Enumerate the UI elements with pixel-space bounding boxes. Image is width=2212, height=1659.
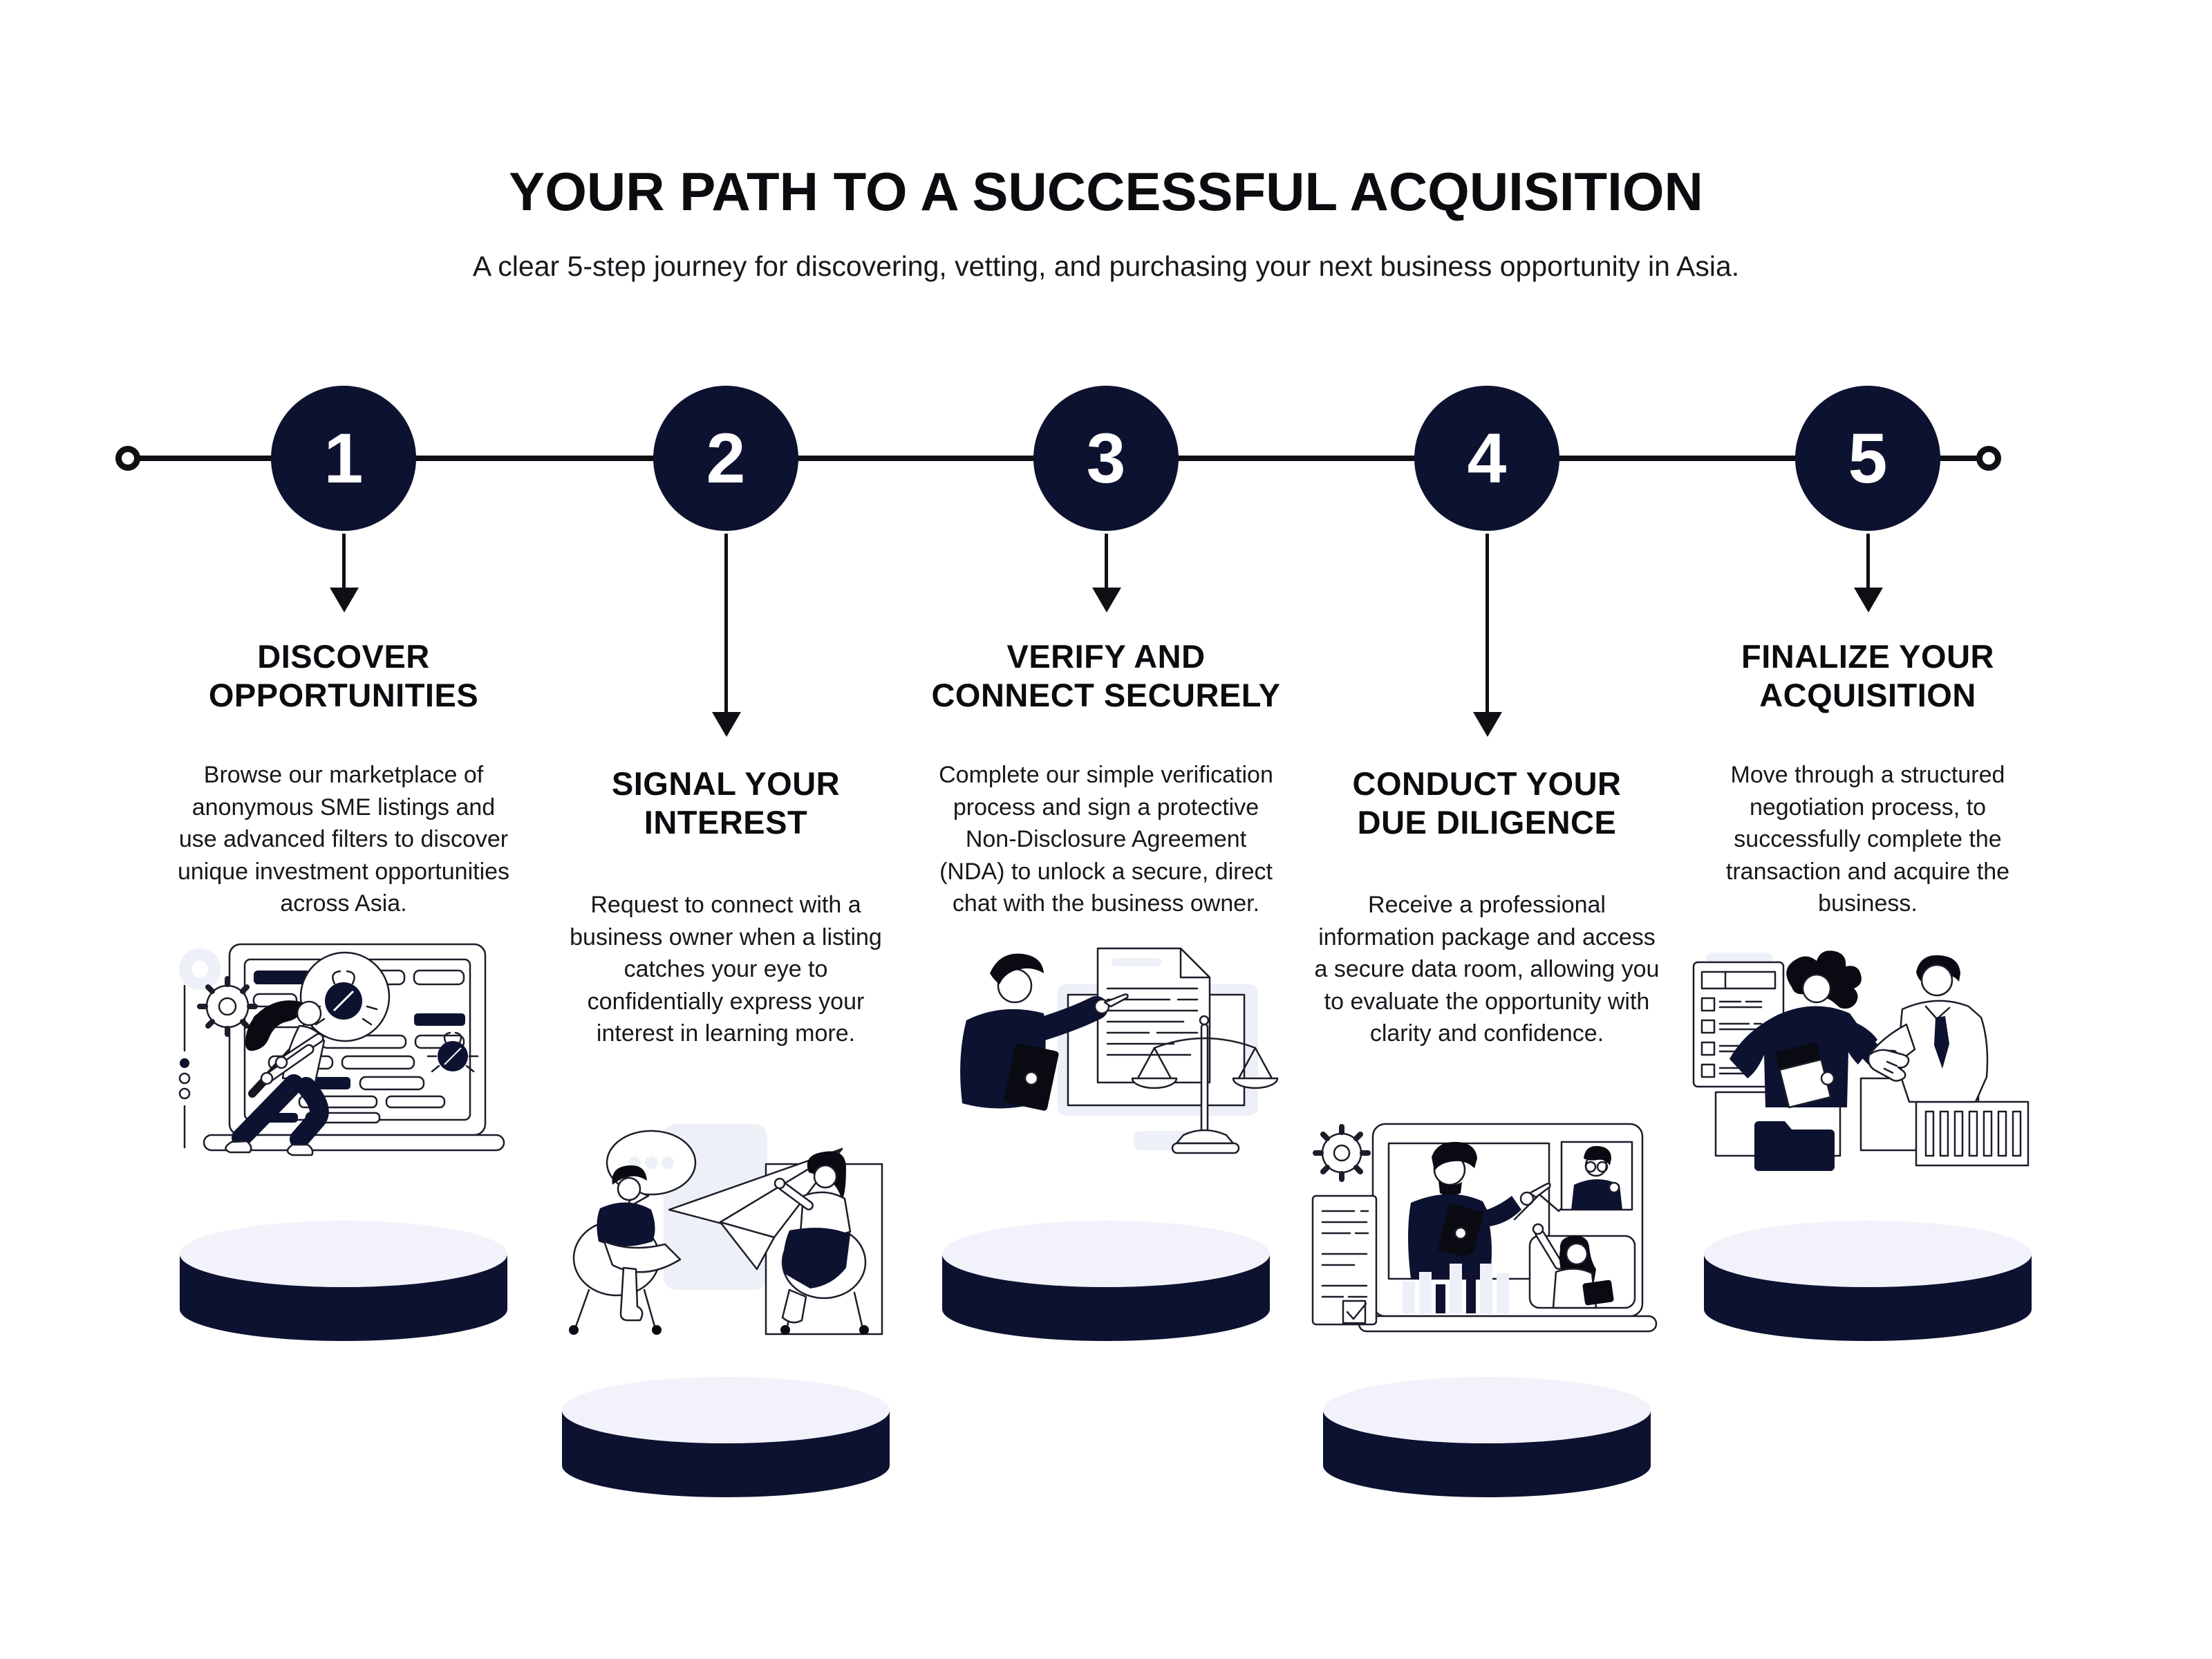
step-description-3: Complete our simple verification process… xyxy=(939,762,1273,917)
podium xyxy=(180,1221,507,1341)
bug-icon xyxy=(427,1031,479,1073)
podium xyxy=(1323,1377,1651,1497)
step-circle-5: 5 xyxy=(1795,386,1940,531)
illustration-diligence xyxy=(1311,1123,1658,1333)
folder-icon xyxy=(1754,1121,1835,1171)
heading-line: INTEREST xyxy=(644,804,808,841)
down-arrow-icon xyxy=(1866,534,1870,588)
heading-line: CONDUCT YOUR xyxy=(1352,765,1622,802)
dotted-rail xyxy=(178,984,191,1149)
participant-bottom-panel xyxy=(1528,1223,1636,1309)
timeline-end-ring-icon xyxy=(1976,446,2001,471)
illustration-signal xyxy=(569,1124,883,1335)
man-pointing xyxy=(960,953,1129,1111)
illustration-finalize xyxy=(1692,950,2030,1171)
down-arrow-icon xyxy=(342,534,346,588)
participant-top-panel xyxy=(1560,1141,1633,1211)
step-circle-1: 1 xyxy=(271,386,416,531)
gear-icon xyxy=(179,948,258,1037)
step-heading-3: VERIFY AND CONNECT SECURELY xyxy=(892,637,1320,715)
heading-line: SIGNAL YOUR xyxy=(611,765,841,802)
down-arrow-icon xyxy=(724,534,728,712)
heading-line: CONNECT SECURELY xyxy=(931,677,1281,714)
podium xyxy=(562,1377,890,1497)
heading-line: FINALIZE YOUR xyxy=(1741,638,1994,675)
heading-line: VERIFY AND xyxy=(1006,638,1206,675)
heading-line: DISCOVER xyxy=(257,638,430,675)
step-heading-5: FINALIZE YOUR ACQUISITION xyxy=(1653,637,2082,715)
checklist-document-icon xyxy=(1311,1194,1378,1326)
woman-figure xyxy=(225,1000,329,1156)
barcode-panel-icon xyxy=(1915,1100,2030,1167)
illustration-discover xyxy=(178,943,505,1156)
paper-plane-icon xyxy=(668,1147,843,1271)
step-description-1: Browse our marketplace of anonymous SME … xyxy=(177,762,510,917)
down-arrow-icon xyxy=(1105,534,1108,588)
handshake-icon xyxy=(1867,1049,1910,1082)
step-heading-4: CONDUCT YOUR DUE DILIGENCE xyxy=(1273,765,1701,843)
timeline-start-ring-icon xyxy=(115,446,140,471)
heading-line: ACQUISITION xyxy=(1759,677,1976,714)
step-number: 5 xyxy=(1848,418,1888,498)
page-title: YOUR PATH TO A SUCCESSFUL ACQUISITION xyxy=(509,161,1703,222)
step-description-4: Receive a professional information packa… xyxy=(1314,892,1660,1047)
person-left xyxy=(569,1165,682,1335)
step-description-5: Move through a structured negotiation pr… xyxy=(1725,762,2010,917)
step-description-2: Request to connect with a business owner… xyxy=(570,892,882,1047)
down-arrow-icon xyxy=(1485,534,1489,712)
step-circle-3: 3 xyxy=(1033,386,1179,531)
step-circle-4: 4 xyxy=(1414,386,1559,531)
step-heading-1: DISCOVER OPPORTUNITIES xyxy=(129,637,558,715)
page-subtitle: A clear 5-step journey for discovering, … xyxy=(472,250,1740,282)
person-right xyxy=(774,1151,869,1335)
heading-line: OPPORTUNITIES xyxy=(208,677,479,714)
gear-icon xyxy=(1313,1124,1371,1182)
podium xyxy=(1704,1221,2032,1341)
step-heading-2: SIGNAL YOUR INTEREST xyxy=(512,765,940,843)
step-circle-2: 2 xyxy=(653,386,798,531)
podium xyxy=(942,1221,1270,1341)
document-icon xyxy=(1096,947,1211,1084)
scales-icon xyxy=(1131,1015,1279,1154)
bar-chart-icon xyxy=(1403,1254,1509,1313)
step-number: 2 xyxy=(706,418,746,498)
heading-line: DUE DILIGENCE xyxy=(1357,804,1617,841)
step-number: 3 xyxy=(1086,418,1126,498)
step-number: 1 xyxy=(324,418,364,498)
illustration-verify xyxy=(960,947,1279,1154)
step-number: 4 xyxy=(1467,418,1507,498)
woman-left xyxy=(1730,950,1885,1109)
